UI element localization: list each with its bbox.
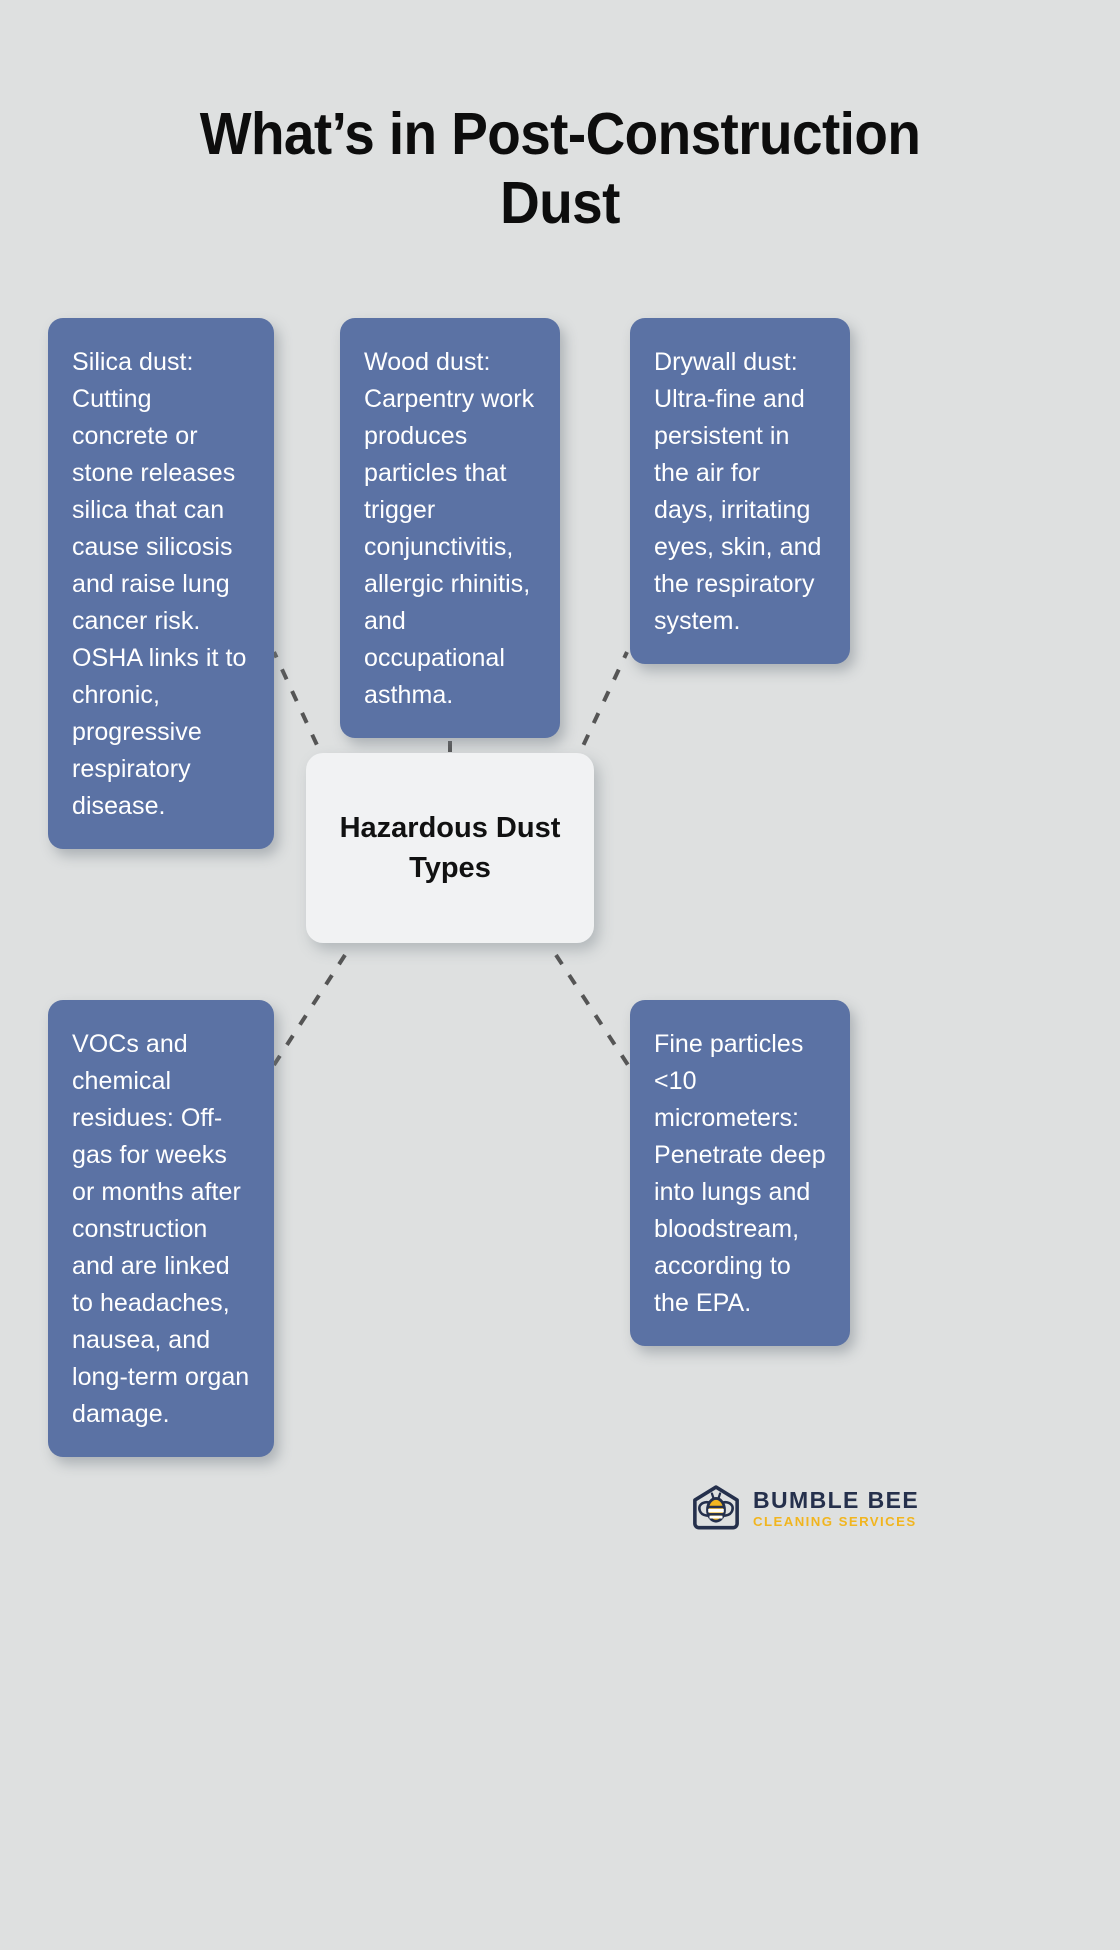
house-bee-icon xyxy=(693,1485,739,1530)
card-vocs-text: VOCs and chemical residues: Off-gas for … xyxy=(72,1030,250,1428)
card-drywall-dust: Drywall dust: Ultra-fine and persistent … xyxy=(630,318,850,664)
card-wood-text: Wood dust: Carpentry work produces parti… xyxy=(364,348,535,709)
card-silica-text: Silica dust: Cutting concrete or stone r… xyxy=(72,348,247,820)
card-silica-dust: Silica dust: Cutting concrete or stone r… xyxy=(48,318,274,849)
card-vocs-chemical-residues: VOCs and chemical residues: Off-gas for … xyxy=(48,1000,274,1457)
card-drywall-text: Drywall dust: Ultra-fine and persistent … xyxy=(654,348,822,635)
card-fine-particles: Fine particles <10 micrometers: Penetrat… xyxy=(630,1000,850,1346)
center-node-label: Hazardous Dust Types xyxy=(339,811,561,884)
connector-vocs xyxy=(270,953,347,1070)
brand-logo: BUMBLE BEE CLEANING SERVICES xyxy=(690,1483,919,1535)
card-fine-text: Fine particles <10 micrometers: Penetrat… xyxy=(654,1030,826,1317)
logo-name: BUMBLE BEE xyxy=(753,1487,920,1514)
connector-fine xyxy=(554,953,632,1070)
logo-wordmark: BUMBLE BEE CLEANING SERVICES xyxy=(753,1487,920,1530)
card-wood-dust: Wood dust: Carpentry work produces parti… xyxy=(340,318,560,738)
logo-tagline: CLEANING SERVICES xyxy=(753,1514,917,1530)
page-title: What’s in Post-Construction Dust xyxy=(199,101,921,237)
center-node-hazardous-dust-types: Hazardous Dust Types xyxy=(306,753,594,943)
